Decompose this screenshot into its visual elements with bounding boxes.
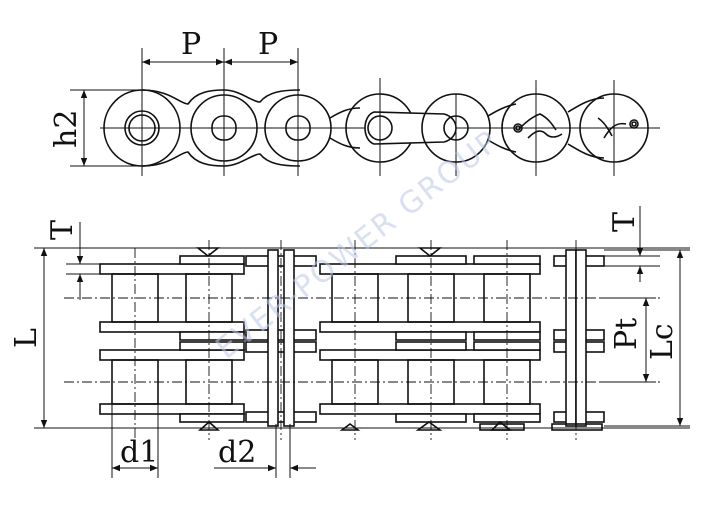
- pin-diameter-label: d2: [218, 435, 256, 470]
- plate-thickness-label-right: T: [607, 212, 642, 232]
- plate-thickness-label-left: T: [45, 220, 80, 240]
- plate-height-label: h2: [49, 110, 84, 148]
- roller-diameter-label: d1: [120, 435, 158, 470]
- transverse-pitch-label: Pt: [609, 318, 644, 350]
- chain-plan-view: T T L Pt Lc d1 d2: [9, 206, 690, 478]
- connecting-pin-length-label: Lc: [645, 323, 680, 360]
- pitch-label-1: P: [181, 27, 201, 62]
- chain-side-view: P P h2: [49, 27, 660, 176]
- pitch-label-2: P: [258, 27, 278, 62]
- overall-length-label: L: [9, 328, 44, 348]
- roller-5: [421, 93, 491, 176]
